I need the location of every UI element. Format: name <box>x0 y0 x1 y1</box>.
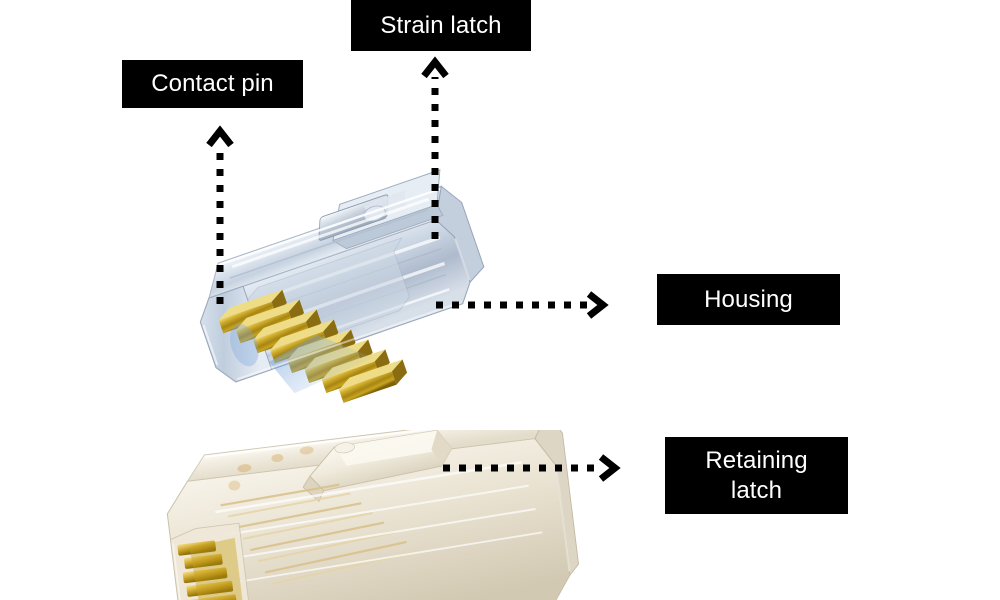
callout-label-housing-text: Housing <box>704 285 793 313</box>
callout-label-retaining-latch-line2: latch <box>730 476 783 504</box>
leader-arrow-retaining-latch <box>439 454 621 482</box>
callout-label-retaining-latch: Retaining latch <box>665 437 848 514</box>
leader-arrow-strain-latch <box>421 56 449 243</box>
upper-connector-image <box>150 130 520 430</box>
callout-label-housing: Housing <box>657 274 840 325</box>
callout-label-retaining-latch-line1: Retaining <box>705 447 808 475</box>
leader-arrow-housing <box>432 291 609 319</box>
callout-label-strain-latch: Strain latch <box>351 0 531 51</box>
leader-arrow-contact-pin <box>206 125 234 308</box>
callout-label-contact-pin-text: Contact pin <box>151 70 274 98</box>
lower-connector-image <box>150 430 580 600</box>
callout-label-strain-latch-text: Strain latch <box>380 11 502 39</box>
callout-label-contact-pin: Contact pin <box>122 60 303 108</box>
